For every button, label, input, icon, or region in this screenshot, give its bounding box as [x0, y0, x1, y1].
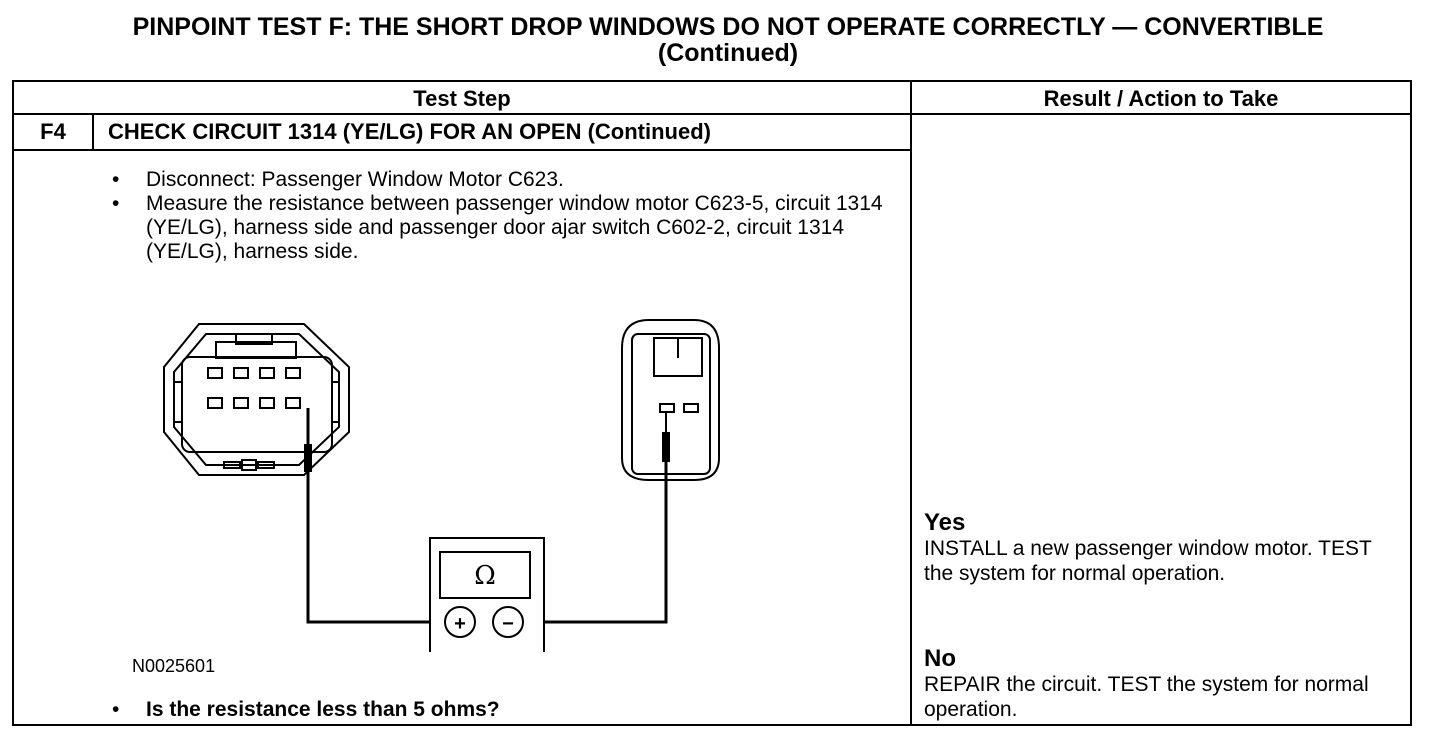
pinpoint-test-table: Test Step Result / Action to Take F4 CHE… [12, 80, 1412, 726]
instruction-item: • Measure the resistance between passeng… [104, 192, 894, 264]
instruction-text: Disconnect: Passenger Window Motor C623. [146, 168, 564, 191]
step-title: CHECK CIRCUIT 1314 (YE/LG) FOR AN OPEN (… [94, 115, 910, 151]
motor-connector [163, 323, 350, 476]
column-divider [910, 82, 912, 724]
question-text: Is the resistance less than 5 ohms? [146, 698, 500, 721]
no-action: REPAIR the circuit. TEST the system for … [924, 673, 1369, 721]
result-no: No REPAIR the circuit. TEST the system f… [924, 646, 1404, 722]
header-result: Result / Action to Take [912, 82, 1410, 115]
page-title: PINPOINT TEST F: THE SHORT DROP WINDOWS … [0, 14, 1456, 66]
header-test-step: Test Step [14, 82, 910, 115]
step-id: F4 [14, 115, 94, 151]
bullet: • [112, 698, 120, 721]
yes-label: Yes [924, 509, 966, 536]
minus-terminal: − [502, 613, 514, 635]
connector-measurement-diagram: Ω + − [163, 319, 720, 652]
result-yes: Yes INSTALL a new passenger window motor… [924, 510, 1404, 586]
test-leads [306, 408, 668, 624]
probe-right [662, 412, 670, 462]
bullet: • [112, 168, 120, 191]
bullet: • [112, 192, 120, 215]
ohm-symbol: Ω [474, 561, 496, 591]
plus-terminal: + [454, 613, 466, 635]
title-line-1: PINPOINT TEST F: THE SHORT DROP WINDOWS … [132, 13, 1324, 41]
instruction-list: • Disconnect: Passenger Window Motor C62… [104, 168, 894, 264]
yes-action: INSTALL a new passenger window motor. TE… [924, 537, 1372, 585]
figure-id: N0025601 [132, 656, 216, 676]
ohmmeter [429, 537, 545, 652]
instruction-text: Measure the resistance between passenger… [146, 192, 883, 263]
question: • Is the resistance less than 5 ohms? [104, 698, 500, 722]
title-line-2: (Continued) [657, 39, 799, 67]
no-label: No [924, 645, 956, 672]
switch-connector [621, 319, 720, 481]
instruction-item: • Disconnect: Passenger Window Motor C62… [104, 168, 894, 192]
